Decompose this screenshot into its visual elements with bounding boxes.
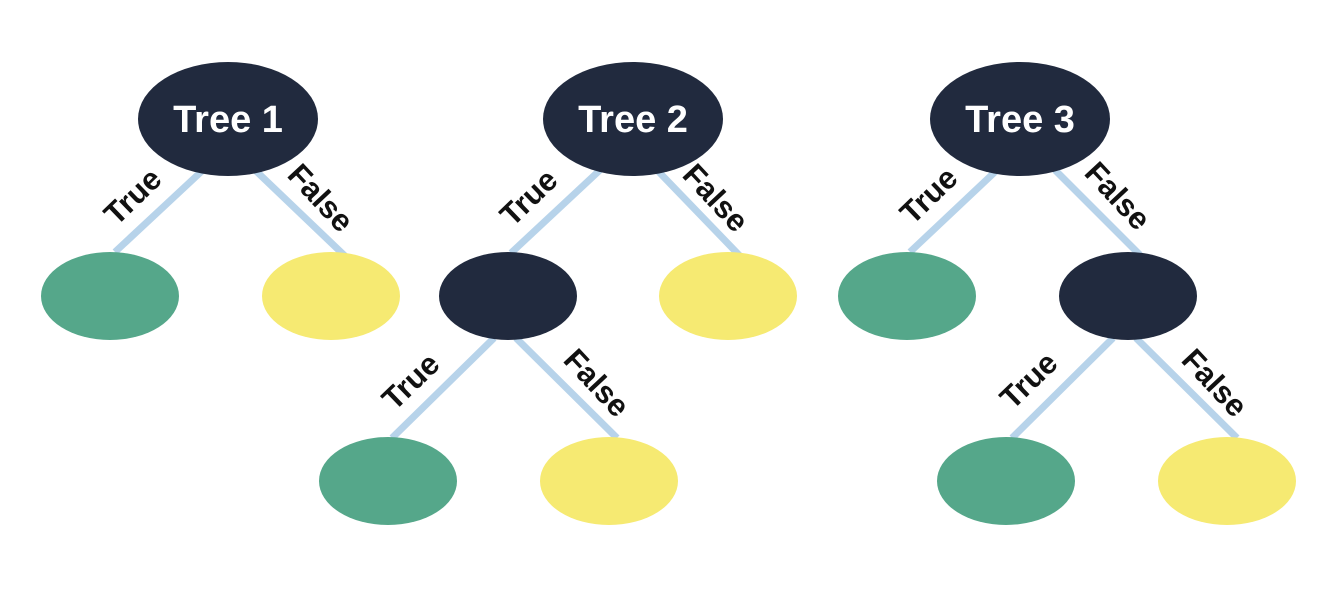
tree-1-root-node	[138, 62, 318, 176]
tree-2-sub-leaf-true	[319, 437, 457, 525]
tree-2-sub-true-label: True	[375, 346, 446, 417]
tree-3-root-node	[930, 62, 1110, 176]
tree-1-leaf-false	[262, 252, 400, 340]
tree-3-true-label: True	[893, 160, 964, 231]
tree-3-sub-true-edge	[1009, 335, 1116, 441]
tree-3-decision-node	[1059, 252, 1197, 340]
tree-1-false-label: False	[281, 157, 361, 239]
tree-3-sub-leaf-false	[1158, 437, 1296, 525]
tree-2-sub-false-label: False	[557, 342, 637, 424]
tree-3-title: Tree 3	[965, 99, 1075, 141]
tree-2-true-label: True	[493, 162, 564, 233]
tree-2-false-edge	[654, 167, 743, 259]
tree-2-sub-false-edge	[513, 335, 620, 441]
tree-3-true-edge	[907, 167, 1000, 255]
tree-3: Tree 3 True False True False	[838, 62, 1296, 525]
tree-3-false-label: False	[1078, 155, 1158, 237]
tree-3-sub-false-edge	[1133, 335, 1240, 441]
tree-2-decision-node	[439, 252, 577, 340]
tree-3-false-edge	[1052, 167, 1143, 258]
tree-2-true-edge	[508, 167, 603, 256]
tree-1-leaf-true	[41, 252, 179, 340]
tree-2-sub-leaf-false	[540, 437, 678, 525]
tree-2-title: Tree 2	[578, 99, 688, 141]
tree-1-true-edge	[112, 167, 206, 255]
tree-2-leaf-false	[659, 252, 797, 340]
tree-1-false-edge	[252, 167, 348, 259]
tree-3-sub-leaf-true	[937, 437, 1075, 525]
tree-3-leaf-true	[838, 252, 976, 340]
tree-3-sub-true-label: True	[993, 345, 1064, 416]
tree-1-title: Tree 1	[173, 99, 283, 141]
tree-1: Tree 1 True False	[41, 62, 400, 340]
tree-2-root-node	[543, 62, 723, 176]
tree-2-sub-true-edge	[389, 335, 497, 441]
tree-1-true-label: True	[97, 161, 168, 232]
